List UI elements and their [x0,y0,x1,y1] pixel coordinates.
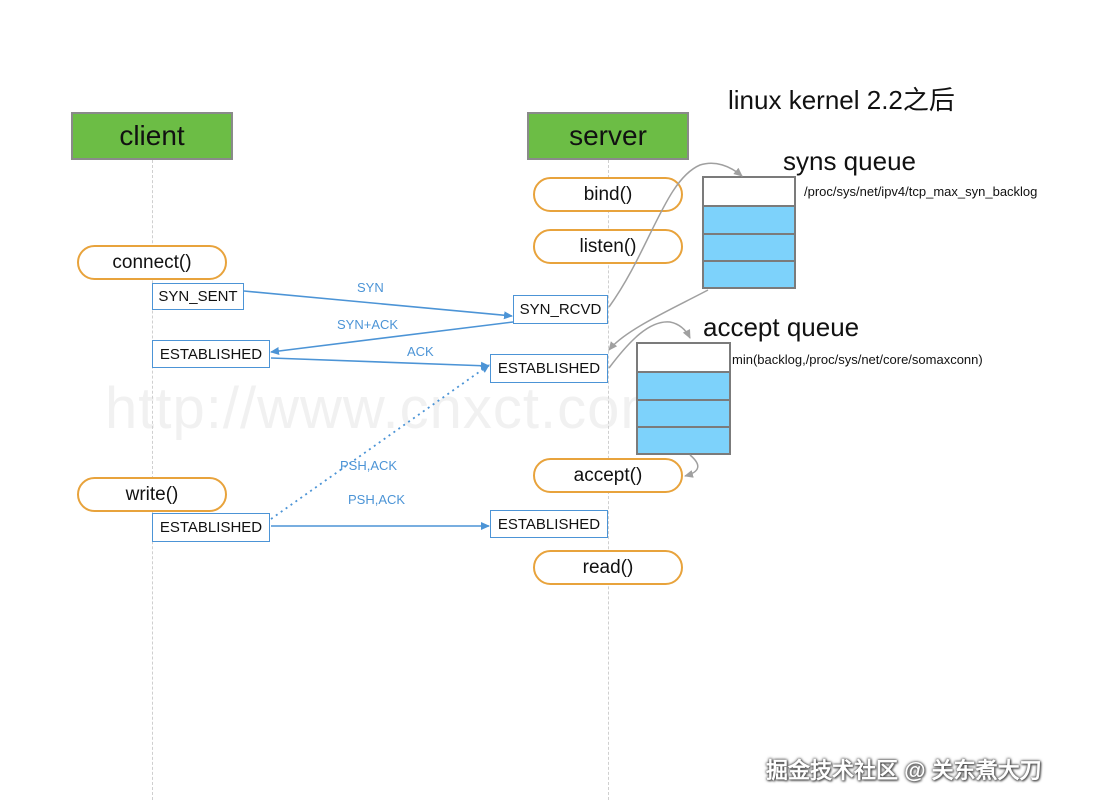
connector-syns-queue-to-established [608,289,709,351]
client-state-syn-sent: SYN_SENT [152,283,244,310]
accept-call: accept() [533,458,683,493]
client-state-established: ESTABLISHED [152,340,270,368]
accept-queue-slot [638,371,729,399]
credit-label: 掘金技术社区 @ 关东煮大刀 [766,758,1042,783]
msg-syn-label: SYN [357,280,384,295]
syns-queue-slot-empty [704,178,794,206]
connector-established-to-accept-queue [608,321,691,369]
accept-queue-title: accept queue [703,312,860,342]
arrow-ack [270,357,490,370]
syns-queue-title: syns queue [783,146,916,176]
accept-queue-slot [638,398,729,426]
syns-queue-slot [704,232,794,260]
client-header: client [71,112,233,160]
accept-queue-slot [638,425,729,453]
accept-queue [636,342,731,455]
listen-call: listen() [533,229,683,264]
server-state-syn-rcvd: SYN_RCVD [513,295,608,324]
write-call: write() [77,477,227,512]
server-header: server [527,112,689,160]
arrow-syn-ack [270,321,514,355]
msg-syn-ack-label: SYN+ACK [337,317,399,332]
syns-queue-note: /proc/sys/net/ipv4/tcp_max_syn_backlog [804,184,1038,199]
syns-queue-slot [704,205,794,233]
syns-queue-slot [704,259,794,287]
arrow-psh-ack-dotted [270,364,490,520]
connector-syn-rcvd-to-syns-queue [608,162,743,308]
accept-queue-slot-empty [638,344,729,372]
server-state-established: ESTABLISHED [490,354,608,383]
arrow-syn [243,290,513,320]
syns-queue [702,176,796,289]
msg-psh-ack-label: PSH,ACK [348,492,406,507]
page-title: linux kernel 2.2之后 [728,85,955,115]
accept-queue-note: min(backlog,/proc/sys/net/core/somaxconn… [732,352,983,367]
connector-accept-queue-to-accept [684,454,699,478]
watermark: http://www.cnxct.com [105,376,670,441]
server-state-established-2: ESTABLISHED [490,510,608,538]
connect-call: connect() [77,245,227,280]
bind-call: bind() [533,177,683,212]
msg-psh-ack-dotted-label: PSH,ACK [340,458,398,473]
client-state-established-2: ESTABLISHED [152,513,270,542]
read-call: read() [533,550,683,585]
msg-ack-label: ACK [407,344,434,359]
